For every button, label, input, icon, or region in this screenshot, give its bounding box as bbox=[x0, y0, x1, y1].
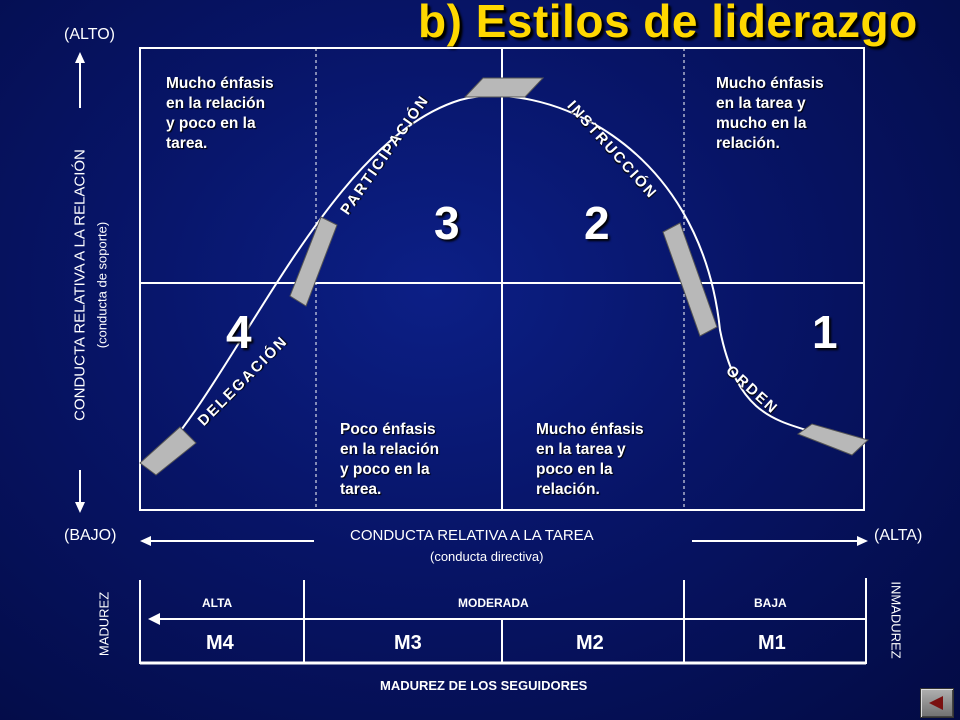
maturity-code-m4: M4 bbox=[206, 632, 234, 654]
leadership-curve bbox=[157, 94, 843, 459]
maturity-code-m3: M3 bbox=[394, 632, 422, 654]
curve-marker-top bbox=[463, 77, 545, 98]
page-title: b) Estilos de liderazgo bbox=[418, 0, 918, 47]
quadrant-1-number: 1 bbox=[812, 306, 838, 358]
maturity-right-label: INMADUREZ bbox=[888, 581, 904, 659]
quadrant-2-description: Mucho énfasis en la tarea y mucho en la … bbox=[716, 75, 824, 152]
maturity-level-baja: BAJA bbox=[754, 596, 787, 610]
quadrant-2-number: 2 bbox=[584, 197, 610, 249]
curve-marker-order bbox=[796, 423, 869, 456]
maturity-arrow bbox=[148, 613, 866, 625]
quadrant-4-description: Poco énfasis en la relación y poco en la… bbox=[340, 421, 440, 498]
maturity-code-m1: M1 bbox=[758, 632, 786, 654]
y-axis-down-arrow bbox=[75, 470, 85, 513]
quadrant-1-description: Mucho énfasis en la tarea y poco en la r… bbox=[536, 421, 644, 498]
x-axis-sublabel: (conducta directiva) bbox=[430, 549, 544, 564]
x-axis-right-arrow bbox=[692, 536, 868, 546]
maturity-level-alta: ALTA bbox=[202, 596, 233, 610]
maturity-bottom-label: MADUREZ DE LOS SEGUIDORES bbox=[380, 678, 588, 693]
y-axis-high-label: (ALTO) bbox=[64, 26, 115, 43]
back-button[interactable] bbox=[920, 688, 954, 718]
x-axis-high-label: (ALTA) bbox=[874, 527, 923, 544]
y-axis-up-arrow bbox=[75, 52, 85, 108]
x-axis-label: CONDUCTA RELATIVA A LA TAREA bbox=[350, 527, 594, 544]
maturity-left-label: MADUREZ bbox=[96, 591, 112, 657]
quadrant-3-description: Mucho énfasis en la relación y poco en l… bbox=[166, 75, 274, 152]
curve-marker-participation bbox=[289, 216, 338, 307]
quadrant-3-number: 3 bbox=[434, 197, 460, 249]
curve-marker-instruction bbox=[662, 222, 718, 337]
quadrant-4-number: 4 bbox=[226, 306, 252, 358]
x-axis-left-arrow bbox=[140, 536, 314, 546]
y-axis-low-label: (BAJO) bbox=[64, 527, 117, 544]
maturity-level-moderada: MODERADA bbox=[458, 596, 529, 610]
maturity-code-m2: M2 bbox=[576, 632, 604, 654]
curve-marker-delegation bbox=[139, 426, 197, 476]
back-arrow-icon bbox=[929, 696, 943, 710]
